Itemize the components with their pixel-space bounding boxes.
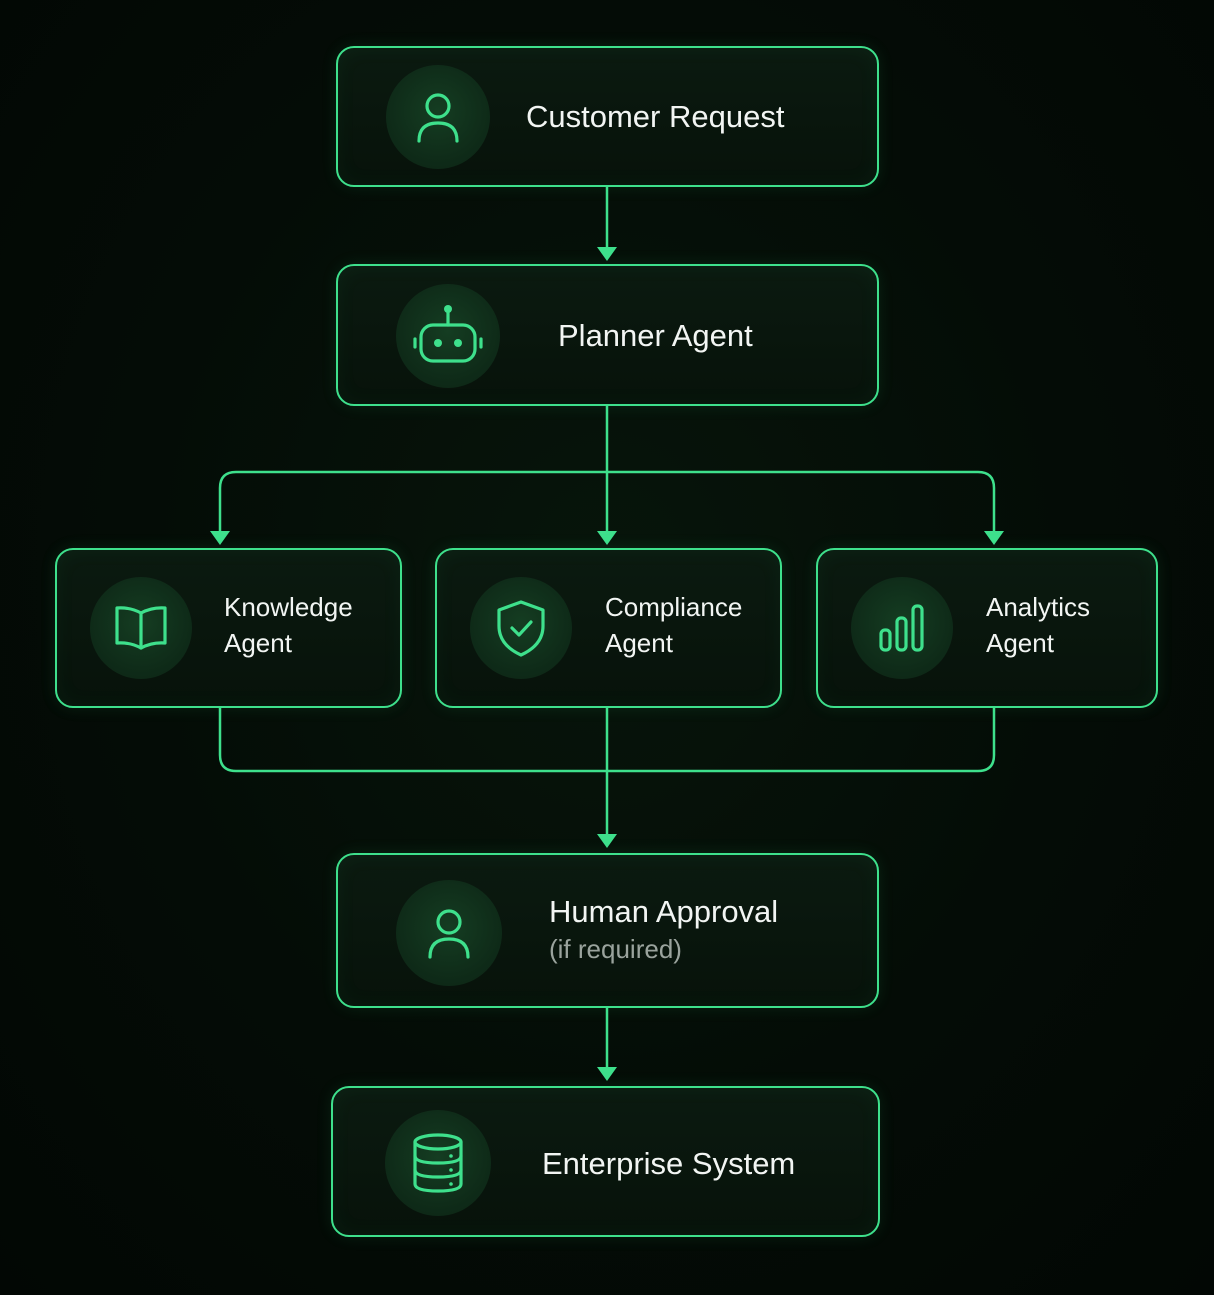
compliance-agent-label-line1: Compliance	[605, 592, 743, 622]
bar-chart-icon	[879, 604, 924, 652]
analytics-agent-icon-circle	[851, 577, 953, 679]
arrowhead-system	[597, 1067, 617, 1081]
enterprise-system-icon-circle	[385, 1110, 491, 1216]
compliance-agent-node[interactable]: Compliance Agent	[435, 548, 782, 708]
knowledge-agent-label-line1: Knowledge	[224, 592, 353, 622]
analytics-agent-label-line2: Agent	[986, 628, 1054, 658]
book-icon	[115, 606, 167, 650]
customer-request-icon-circle	[386, 65, 490, 169]
human-approval-label: Human Approval	[549, 894, 779, 929]
connector-split-branches	[218, 470, 996, 534]
customer-request-node[interactable]: Customer Request	[336, 46, 879, 187]
enterprise-system-node[interactable]: Enterprise System	[331, 1086, 880, 1237]
customer-request-label: Customer Request	[526, 99, 785, 134]
human-approval-icon-circle	[396, 880, 502, 986]
arrowhead-planner	[597, 247, 617, 261]
knowledge-agent-node[interactable]: Knowledge Agent	[55, 548, 402, 708]
compliance-agent-label-line2: Agent	[605, 628, 673, 658]
knowledge-agent-label-line2: Agent	[224, 628, 292, 658]
connector-merge-branches	[218, 705, 996, 773]
human-approval-sublabel: (if required)	[549, 934, 682, 964]
human-approval-node[interactable]: Human Approval (if required)	[336, 853, 879, 1008]
planner-agent-icon-circle	[396, 284, 500, 388]
user-icon	[428, 909, 470, 959]
enterprise-system-label: Enterprise System	[542, 1146, 796, 1181]
analytics-agent-label-line1: Analytics	[986, 592, 1091, 622]
arrowhead-knowledge	[210, 531, 230, 545]
database-icon	[413, 1133, 463, 1193]
arrowhead-analytics	[984, 531, 1004, 545]
planner-agent-label: Planner Agent	[558, 318, 753, 353]
arrowhead-approval	[597, 834, 617, 848]
shield-check-icon	[497, 600, 545, 657]
knowledge-agent-icon-circle	[90, 577, 192, 679]
planner-agent-node[interactable]: Planner Agent	[336, 264, 879, 406]
arrowhead-compliance	[597, 531, 617, 545]
compliance-agent-icon-circle	[470, 577, 572, 679]
analytics-agent-node[interactable]: Analytics Agent	[816, 548, 1158, 708]
robot-icon	[413, 305, 483, 363]
user-icon	[417, 93, 459, 143]
